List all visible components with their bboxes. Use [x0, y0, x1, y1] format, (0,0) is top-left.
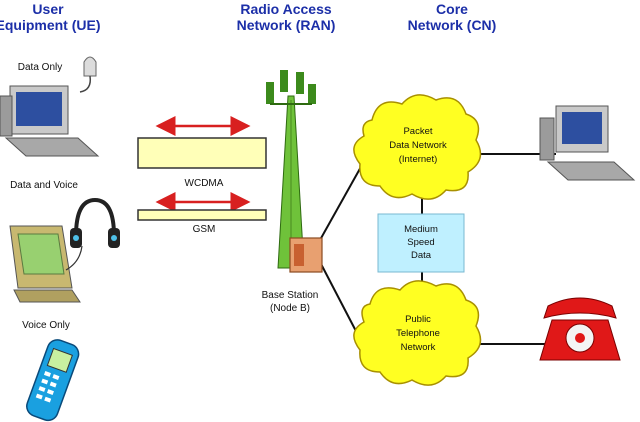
wcdma-label: WCDMA: [185, 178, 224, 189]
header-cn-line1: Core: [436, 1, 468, 17]
packet-cloud-line3: (Internet): [399, 154, 438, 165]
headset-icon: [70, 197, 120, 248]
pda-icon: [9, 225, 83, 303]
wcdma-channel-box: [137, 137, 267, 169]
packet-cloud-line2: Data Network: [389, 140, 447, 151]
base-station-label-line1: Base Station: [262, 290, 319, 301]
header-ue: User Equipment (UE): [0, 1, 101, 33]
telephone-cloud-line2: Telephone: [396, 328, 440, 339]
bs-to-telephone-line: [319, 261, 359, 336]
packet-data-network-cloud: Packet Data Network (Internet): [353, 94, 482, 200]
bs-to-packet-line: [319, 164, 363, 241]
header-ran-line2: Network (RAN): [237, 17, 336, 33]
data-and-voice-label: Data and Voice: [10, 180, 78, 191]
public-telephone-network-cloud: Public Telephone Network: [353, 280, 482, 386]
packet-cloud-line1: Packet: [403, 126, 432, 137]
server-computer-icon: [539, 105, 636, 181]
medium-speed-data-box: Medium Speed Data: [377, 213, 465, 273]
gsm-channel-box: [137, 209, 267, 221]
header-cn: Core Network (CN): [408, 1, 497, 33]
header-cn-line2: Network (CN): [408, 17, 497, 33]
computer-icon: [0, 56, 100, 157]
voice-only-label: Voice Only: [22, 320, 70, 331]
mobile-phone-icon: [26, 339, 80, 422]
base-station-tower-icon: Base Station (Node B): [262, 70, 323, 314]
gsm-link: GSM: [137, 192, 267, 235]
header-ue-line2: Equipment (UE): [0, 17, 101, 33]
data-only-label: Data Only: [18, 62, 62, 73]
gsm-label: GSM: [193, 224, 216, 235]
red-telephone-icon: [539, 297, 621, 361]
telephone-cloud-line3: Network: [401, 342, 436, 353]
wcdma-link: WCDMA: [137, 116, 267, 189]
medium-speed-line1: Medium: [404, 224, 438, 235]
medium-speed-line3: Data: [411, 250, 432, 261]
header-ue-line1: User: [32, 1, 64, 17]
header-ran: Radio Access Network (RAN): [237, 1, 336, 33]
telephone-cloud-line1: Public: [405, 314, 431, 325]
medium-speed-line2: Speed: [407, 237, 434, 248]
base-station-label-line2: (Node B): [270, 303, 310, 314]
header-ran-line1: Radio Access: [240, 1, 332, 17]
